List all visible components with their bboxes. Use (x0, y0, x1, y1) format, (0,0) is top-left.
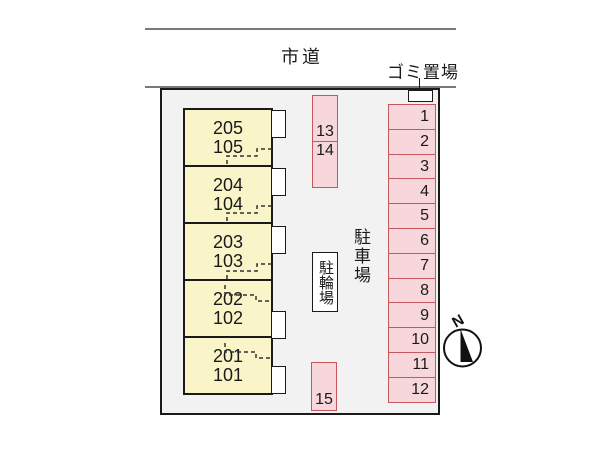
unit-lower-number: 104 (212, 193, 244, 214)
parking-column-right: 1 2 3 4 5 6 7 8 9 10 11 12 (388, 104, 436, 404)
parking-space-14: 14 (312, 140, 338, 188)
parking-space-11: 11 (388, 351, 436, 379)
unit-upper-number: 204 (212, 174, 244, 195)
unit-upper-number: 201 (212, 345, 244, 366)
unit-202-102: 202 102 (185, 281, 271, 338)
unit-204-104: 204 104 (185, 167, 271, 224)
porch-unit-202 (271, 311, 286, 339)
road-edge-line-bottom (145, 86, 456, 88)
parking-space-5: 5 (388, 203, 436, 230)
parking-space-9: 9 (388, 302, 436, 329)
space-number: 14 (316, 141, 334, 159)
parking-space-10: 10 (388, 327, 436, 354)
porch-unit-205 (271, 110, 286, 138)
parking-space-8: 8 (388, 277, 436, 304)
compass-north-icon: N (443, 311, 482, 368)
parking-area-label: 駐車場 (351, 228, 370, 285)
space-number: 8 (420, 281, 429, 299)
space-number: 13 (316, 123, 334, 141)
unit-lower-number: 101 (212, 364, 244, 385)
space-number: 1 (420, 108, 429, 126)
parking-space-3: 3 (388, 153, 436, 180)
unit-upper-number: 205 (212, 117, 244, 138)
unit-205-105: 205 105 (185, 110, 271, 167)
road-edge-line-top (145, 28, 456, 30)
unit-upper-number: 202 (212, 288, 244, 309)
space-number: 3 (420, 157, 429, 175)
parking-space-7: 7 (388, 252, 436, 280)
porch-unit-204 (271, 168, 286, 196)
parking-space-6: 6 (388, 227, 436, 255)
compass-north-label: N (449, 311, 467, 331)
unit-lower-number: 103 (212, 250, 244, 271)
parking-space-12: 12 (388, 376, 436, 404)
space-number: 7 (420, 256, 429, 274)
unit-203-103: 203 103 (185, 224, 271, 281)
garbage-pointer-line (419, 78, 420, 92)
parking-pair-13-14: 13 14 (312, 95, 338, 188)
unit-lower-number: 102 (212, 307, 244, 328)
parking-space-13: 13 (312, 95, 338, 143)
unit-lower-number: 105 (212, 136, 244, 157)
parking-space-2: 2 (388, 128, 436, 156)
parking-space-1: 1 (388, 104, 436, 131)
parking-space-4: 4 (388, 178, 436, 205)
space-number: 2 (420, 132, 429, 150)
unit-201-101: 201 101 (185, 338, 271, 393)
road-label: 市道 (281, 47, 323, 67)
porch-unit-203 (271, 226, 286, 254)
space-number: 11 (412, 356, 429, 374)
porch-unit-201 (271, 366, 286, 394)
garbage-area-label: ゴミ置場 (387, 63, 459, 82)
space-number: 5 (420, 207, 429, 225)
space-number: 15 (315, 391, 333, 408)
garbage-storage-box (408, 90, 433, 102)
space-number: 6 (420, 232, 429, 250)
space-number: 10 (411, 331, 429, 349)
bicycle-parking-box: 駐輪場 (312, 252, 338, 312)
parking-space-15: 15 (311, 362, 337, 411)
bicycle-parking-label: 駐輪場 (317, 259, 334, 305)
space-number: 4 (420, 182, 429, 200)
unit-upper-number: 203 (212, 231, 244, 252)
space-number: 12 (411, 380, 429, 398)
space-number: 9 (420, 306, 429, 324)
